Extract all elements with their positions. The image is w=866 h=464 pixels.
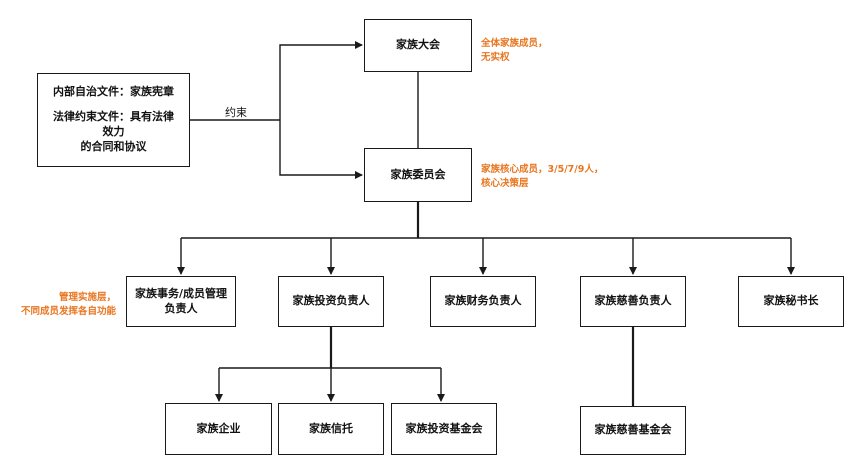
executive-note-line-2: 不同成员发挥各自功能 xyxy=(20,305,116,317)
affairs-line-1: 家族事务/成员管理 xyxy=(134,286,228,300)
documents-line-1: 内部自治文件：家族宪章 xyxy=(53,85,174,99)
family-charity-fund-box: 家族慈善基金会 xyxy=(580,406,686,455)
assembly-note-line-2: 无实权 xyxy=(481,51,510,63)
documents-box: 内部自治文件：家族宪章 法律约束文件：具有法律效力 的合同和协议 xyxy=(37,73,190,167)
executive-note-line-1: 管理实施层， xyxy=(58,292,116,303)
affairs-manager-box: 家族事务/成员管理 负责人 xyxy=(126,276,236,327)
secretary-general-box: 家族秘书长 xyxy=(738,276,844,327)
committee-note-line-2: 核心决策层 xyxy=(481,177,529,189)
finance-manager-box: 家族财务负责人 xyxy=(430,276,536,327)
assembly-note: 全体家族成员， 无实权 xyxy=(481,37,548,65)
charity-manager-box: 家族慈善负责人 xyxy=(580,276,686,327)
executive-layer-note: 管理实施层， 不同成员发挥各自功能 xyxy=(4,291,116,319)
family-investment-fund-box: 家族投资基金会 xyxy=(391,403,497,455)
committee-note: 家族核心成员，3/5/7/9人， 核心决策层 xyxy=(481,163,603,191)
documents-line-2: 法律约束文件：具有法律效力 xyxy=(53,110,174,138)
documents-line-3: 的合同和协议 xyxy=(80,139,147,153)
family-committee-box: 家族委员会 xyxy=(364,148,472,202)
arrow-to-committee xyxy=(279,120,363,179)
constraint-label: 约束 xyxy=(225,106,247,119)
arrow-to-assembly xyxy=(279,41,363,120)
family-trust-box: 家族信托 xyxy=(278,403,384,455)
affairs-line-2: 负责人 xyxy=(164,301,198,315)
assembly-note-line-1: 全体家族成员， xyxy=(481,38,548,49)
investment-manager-box: 家族投资负责人 xyxy=(278,276,384,327)
committee-note-line-1: 家族核心成员，3/5/7/9人， xyxy=(481,164,604,175)
family-assembly-box: 家族大会 xyxy=(364,19,472,72)
family-enterprise-box: 家族企业 xyxy=(165,403,272,455)
